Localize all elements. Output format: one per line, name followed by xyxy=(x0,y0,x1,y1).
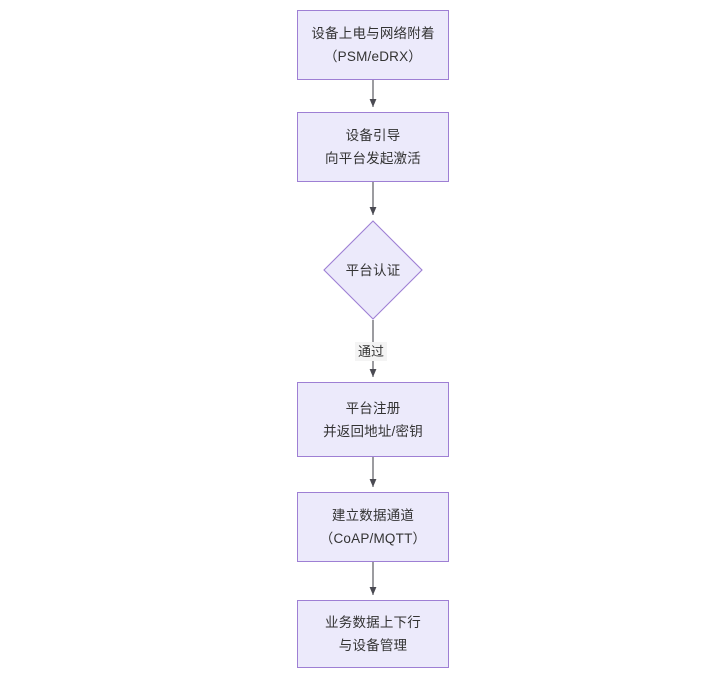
edge-label-pass: 通过 xyxy=(355,342,388,361)
node-text-line: 平台注册 xyxy=(345,400,401,416)
flowchart-node-device-power-on[interactable]: 设备上电与网络附着 （PSM/eDRX） xyxy=(297,10,449,80)
edge-label-text: 通过 xyxy=(358,344,385,359)
node-text-line: （CoAP/MQTT） xyxy=(319,531,427,546)
node-text-line: 业务数据上下行 xyxy=(325,615,421,630)
diamond-label-wrap: 平台认证 xyxy=(323,220,423,320)
flowchart-node-platform-register[interactable]: 平台注册 并返回地址/密钥 xyxy=(297,382,449,457)
node-text-line: （PSM/eDRX） xyxy=(323,49,423,64)
diamond-shape xyxy=(323,220,423,320)
node-text-line: 设备上电与网络附着 xyxy=(311,26,435,41)
flowchart-node-establish-data-channel[interactable]: 建立数据通道 （CoAP/MQTT） xyxy=(297,492,449,562)
node-text-line: 向平台发起激活 xyxy=(325,151,421,166)
node-text-line: 平台认证 xyxy=(345,262,401,278)
node-text-line: 设备引导 xyxy=(345,128,401,143)
flowchart-node-business-data-and-device-mgmt[interactable]: 业务数据上下行 与设备管理 xyxy=(297,600,449,668)
flowchart-node-platform-auth[interactable]: 平台认证 xyxy=(323,220,423,320)
node-text-line: 并返回地址/密钥 xyxy=(323,423,423,439)
node-text-line: 与设备管理 xyxy=(338,638,408,653)
flowchart-node-device-bootstrap[interactable]: 设备引导 向平台发起激活 xyxy=(297,112,449,182)
node-text-line: 建立数据通道 xyxy=(331,508,415,523)
